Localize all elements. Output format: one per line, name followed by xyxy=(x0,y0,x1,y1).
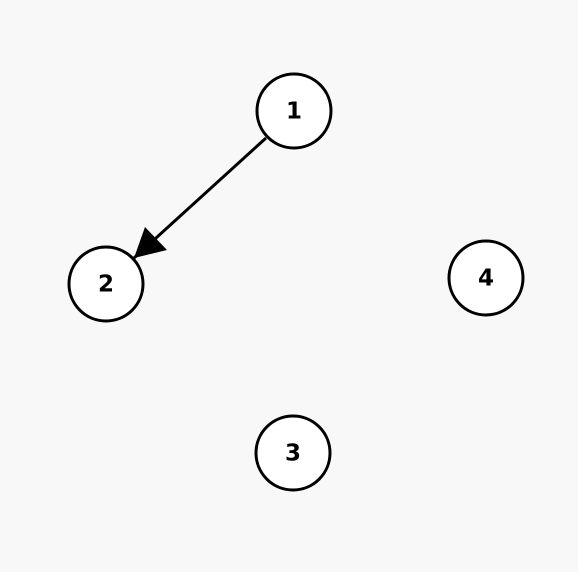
node-3[interactable]: 3 xyxy=(254,414,332,492)
node-1[interactable]: 1 xyxy=(255,72,333,150)
node-2[interactable]: 2 xyxy=(67,245,145,323)
node-1-label: 1 xyxy=(286,99,302,125)
node-1-circle xyxy=(255,72,333,150)
node-4-label: 4 xyxy=(478,266,494,292)
node-4[interactable]: 4 xyxy=(447,239,525,317)
edge-1-to-2 xyxy=(132,136,268,260)
node-2-label: 2 xyxy=(98,272,114,298)
node-3-label: 3 xyxy=(285,441,301,467)
node-3-circle xyxy=(254,414,332,492)
node-4-circle xyxy=(447,239,525,317)
edge-1-to-2-arrowhead xyxy=(134,227,167,258)
node-2-circle xyxy=(67,245,145,323)
